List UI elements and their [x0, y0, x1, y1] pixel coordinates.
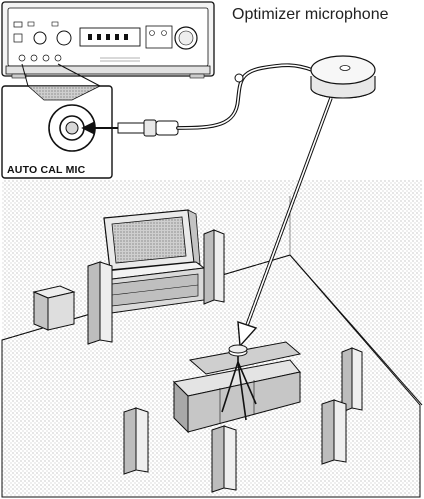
- surround-back-left-speaker-icon: [212, 426, 236, 492]
- front-right-speaker-icon: [204, 230, 224, 304]
- microphone-label: Optimizer microphone: [232, 6, 389, 24]
- surround-left-speaker-icon: [124, 408, 148, 474]
- surround-back-right-speaker-icon: [322, 400, 346, 464]
- tv-icon: [104, 210, 200, 270]
- jack-label: AUTO CAL MIC: [7, 164, 85, 176]
- surround-right-speaker-icon: [342, 348, 362, 412]
- receiver-icon: [2, 2, 214, 78]
- subwoofer-icon: [34, 286, 74, 330]
- plug-icon: [118, 120, 178, 136]
- front-left-speaker-icon: [88, 262, 112, 344]
- tripod-mic-icon: [229, 345, 247, 356]
- microphone-icon: [311, 56, 375, 98]
